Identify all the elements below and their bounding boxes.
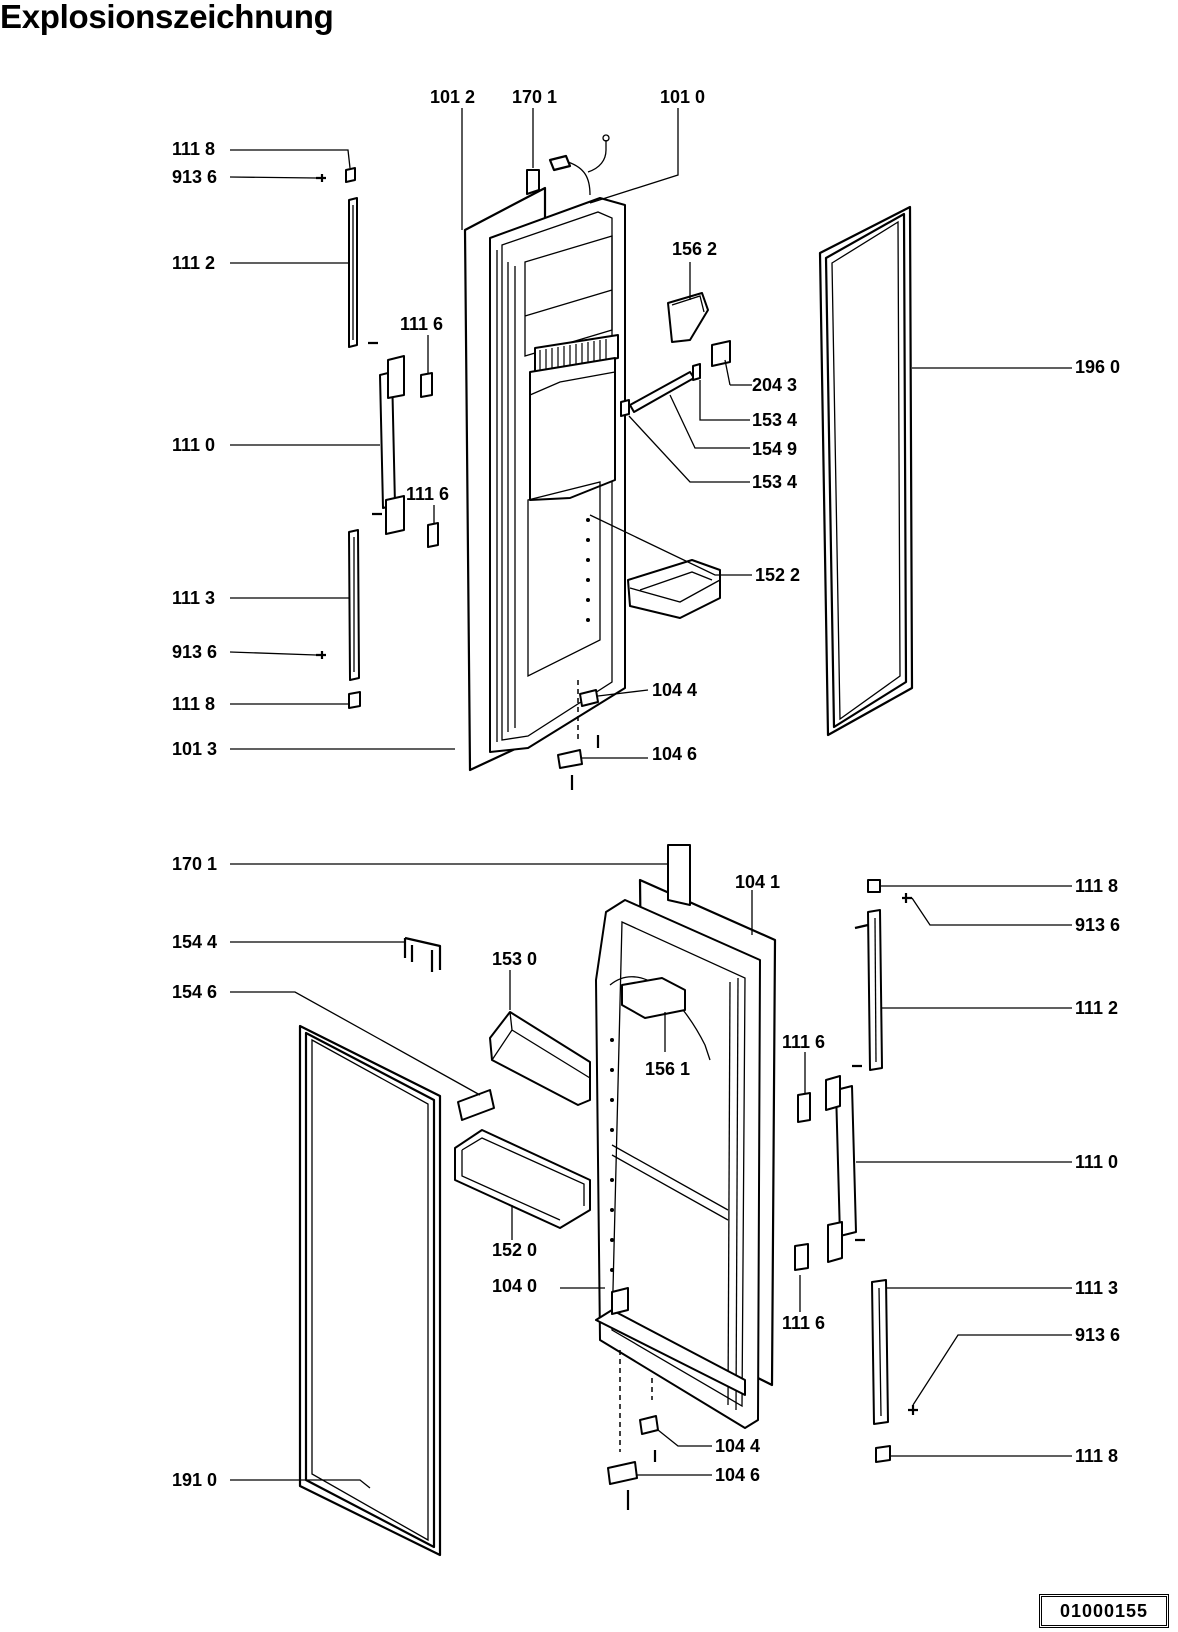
screw-top: [316, 174, 326, 182]
handle-clip-upper: [797, 1092, 811, 1123]
bin-latch: [457, 1089, 495, 1121]
part-label: 913 6: [172, 642, 217, 662]
hinge-bushing: [639, 1415, 659, 1435]
part-label: 104 0: [492, 1276, 537, 1296]
door-bottom-ledge: [595, 1309, 746, 1396]
handle-bracket-top: [387, 355, 405, 399]
part-label: 111 2: [172, 253, 215, 273]
liner-grooves: [496, 250, 516, 742]
part-label: 111 8: [1075, 1446, 1118, 1466]
part-label: 154 9: [752, 439, 797, 459]
door-gasket-upper: [818, 205, 914, 737]
part-label: 154 6: [172, 982, 217, 1002]
part-label: 156 1: [645, 1059, 690, 1079]
part-label: 153 4: [752, 472, 797, 492]
part-label: 111 8: [172, 694, 215, 714]
part-label: 170 1: [512, 87, 557, 107]
hinge-tube: [526, 169, 540, 195]
page-title: Explosionszeichnung: [0, 0, 334, 35]
part-label: 152 2: [755, 565, 800, 585]
part-label: 104 6: [652, 744, 697, 764]
door-gasket-lower: [298, 1024, 442, 1557]
door-liner-inner: [611, 921, 746, 1408]
part-label: 152 0: [492, 1240, 537, 1260]
wiring-harness: [548, 134, 610, 196]
document-number: 01000155: [1039, 1594, 1169, 1628]
upper-door-assembly: [316, 134, 914, 790]
part-label: 111 0: [1075, 1152, 1118, 1172]
handle-clip-lower: [427, 522, 439, 548]
shelf-rail-middle: [611, 1144, 729, 1221]
lower-door-assembly: [298, 844, 918, 1557]
door-liner-inner: [501, 211, 613, 741]
hinge-tube: [667, 844, 691, 906]
trim-end-cap-top: [345, 167, 356, 183]
part-label: 111 0: [172, 435, 215, 455]
liner-grooves: [727, 977, 739, 1411]
handle-bracket-bottom: [827, 1221, 843, 1263]
liner-lower-clip: [611, 1287, 629, 1315]
part-label: 156 2: [672, 239, 717, 259]
part-label: 101 2: [430, 87, 475, 107]
lower-shelf-area: [527, 481, 601, 678]
part-label: 104 6: [715, 1465, 760, 1485]
shelf-clip: [403, 936, 442, 972]
handle-clip-upper: [420, 372, 433, 398]
upper-part-labels: 101 2 170 1 101 0 111 8 913 6 111 2 111 …: [172, 87, 1120, 764]
part-label: 111 8: [172, 139, 215, 159]
handle-clip-lower: [794, 1243, 809, 1271]
part-label: 111 6: [406, 484, 449, 504]
part-label: 913 6: [1075, 1325, 1120, 1345]
door-liner: [595, 899, 761, 1429]
butter-compartment: [621, 977, 686, 1019]
trim-end-cap-bottom: [348, 691, 361, 709]
part-label: 111 3: [172, 588, 215, 608]
part-label: 104 4: [652, 680, 697, 700]
part-label: 191 0: [172, 1470, 217, 1490]
part-label: 111 8: [1075, 876, 1118, 896]
part-label: 111 6: [782, 1032, 825, 1052]
part-label: 154 4: [172, 932, 217, 952]
hinge-pin: [607, 1461, 638, 1485]
part-label: 204 3: [752, 375, 797, 395]
bar-clip-right: [692, 363, 701, 381]
hinge-bushing: [579, 689, 599, 707]
shelf-holes: [586, 518, 590, 622]
part-label: 913 6: [1075, 915, 1120, 935]
ice-chute: [667, 292, 709, 343]
shelf-holes: [610, 1038, 614, 1272]
trim-end-cap-bottom: [875, 1445, 891, 1463]
part-label: 170 1: [172, 854, 217, 874]
chute-bracket: [711, 340, 731, 367]
bar-clip-left: [620, 399, 630, 417]
door-handle: [835, 1085, 857, 1237]
part-label: 153 4: [752, 410, 797, 430]
dispenser-grille: [534, 334, 619, 373]
part-label: 913 6: [172, 167, 217, 187]
upper-compartment: [524, 235, 613, 357]
part-label: 111 6: [782, 1313, 825, 1333]
dispenser-housing: [529, 357, 616, 501]
part-label: 101 3: [172, 739, 217, 759]
part-label: 111 6: [400, 314, 443, 334]
lower-part-labels: 170 1 104 1 111 8 154 4 153 0 913 6 154 …: [172, 854, 1120, 1490]
part-label: 104 4: [715, 1436, 760, 1456]
part-label: 111 3: [1075, 1278, 1118, 1298]
hinge-pin: [557, 749, 583, 769]
handle-bracket-top: [825, 1075, 841, 1111]
lower-leader-lines: [230, 863, 1072, 1489]
trim-end-cap-top: [867, 879, 881, 893]
handle-bracket-bottom: [385, 495, 405, 535]
part-label: 111 2: [1075, 998, 1118, 1018]
part-label: 101 0: [660, 87, 705, 107]
part-label: 196 0: [1075, 357, 1120, 377]
part-label: 153 0: [492, 949, 537, 969]
dispenser-bar: [629, 371, 695, 413]
part-label: 104 1: [735, 872, 780, 892]
upper-leader-lines: [229, 108, 1072, 759]
door-bin-covered: [489, 1011, 591, 1106]
door-shelf-lower: [454, 1129, 591, 1229]
